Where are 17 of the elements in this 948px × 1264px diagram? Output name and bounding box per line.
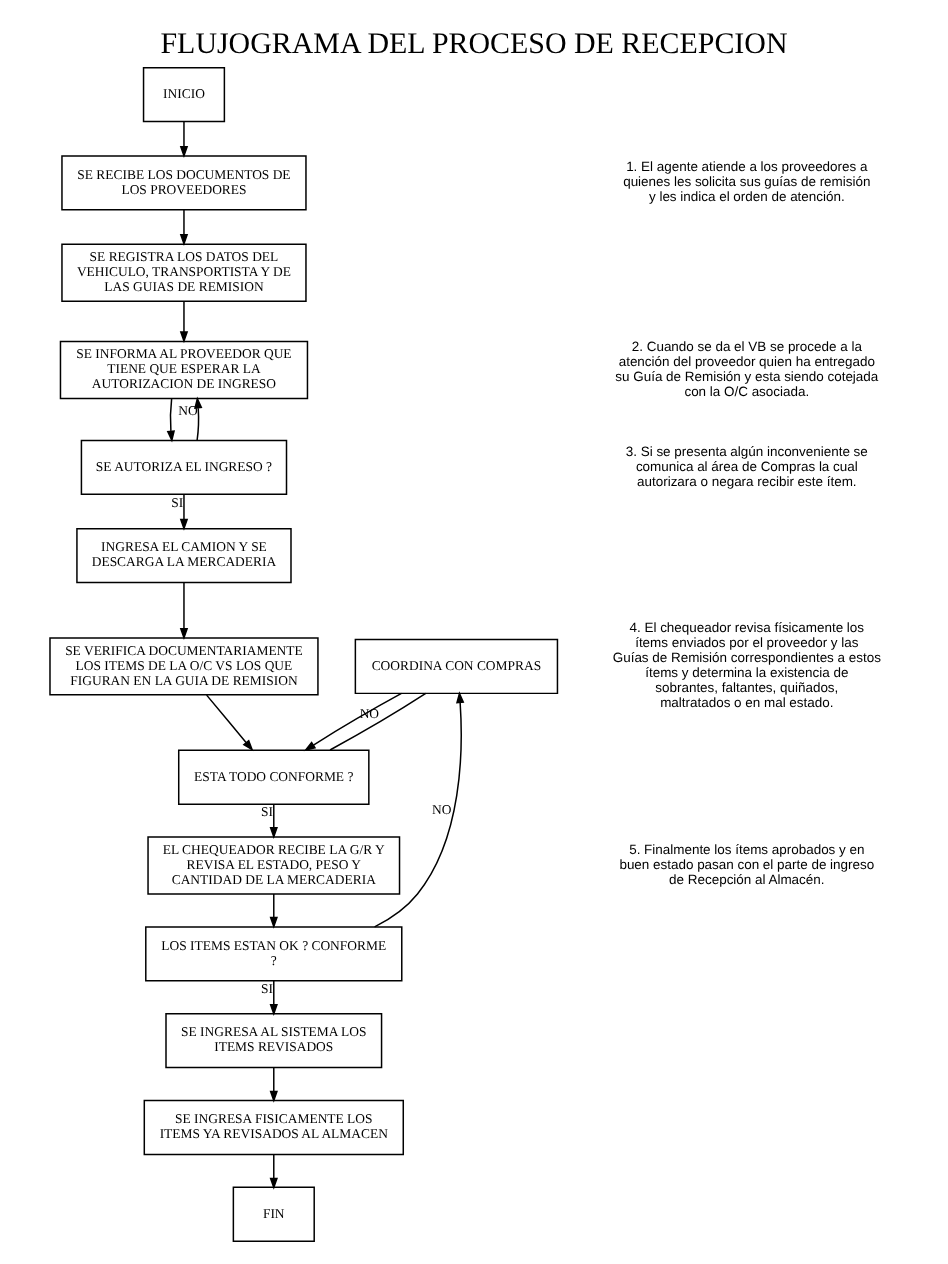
arrow: [179, 300, 189, 344]
arrow: [373, 691, 465, 928]
arrow: [303, 692, 403, 752]
diagram-title: FLUJOGRAMA DEL PROCESO DE RECEPCION: [160, 28, 788, 61]
arrow: [179, 581, 189, 640]
arrow: [179, 493, 189, 531]
arrow: [205, 694, 254, 752]
arrow: [179, 209, 189, 246]
arrow: [269, 980, 278, 1016]
arrow: [269, 1153, 278, 1190]
connector: [329, 692, 427, 751]
arrow: [194, 396, 203, 441]
arrow: [166, 398, 176, 443]
arrow: [269, 1067, 278, 1103]
arrow: [269, 803, 278, 839]
arrow: [179, 120, 189, 159]
arrow: [269, 893, 278, 929]
